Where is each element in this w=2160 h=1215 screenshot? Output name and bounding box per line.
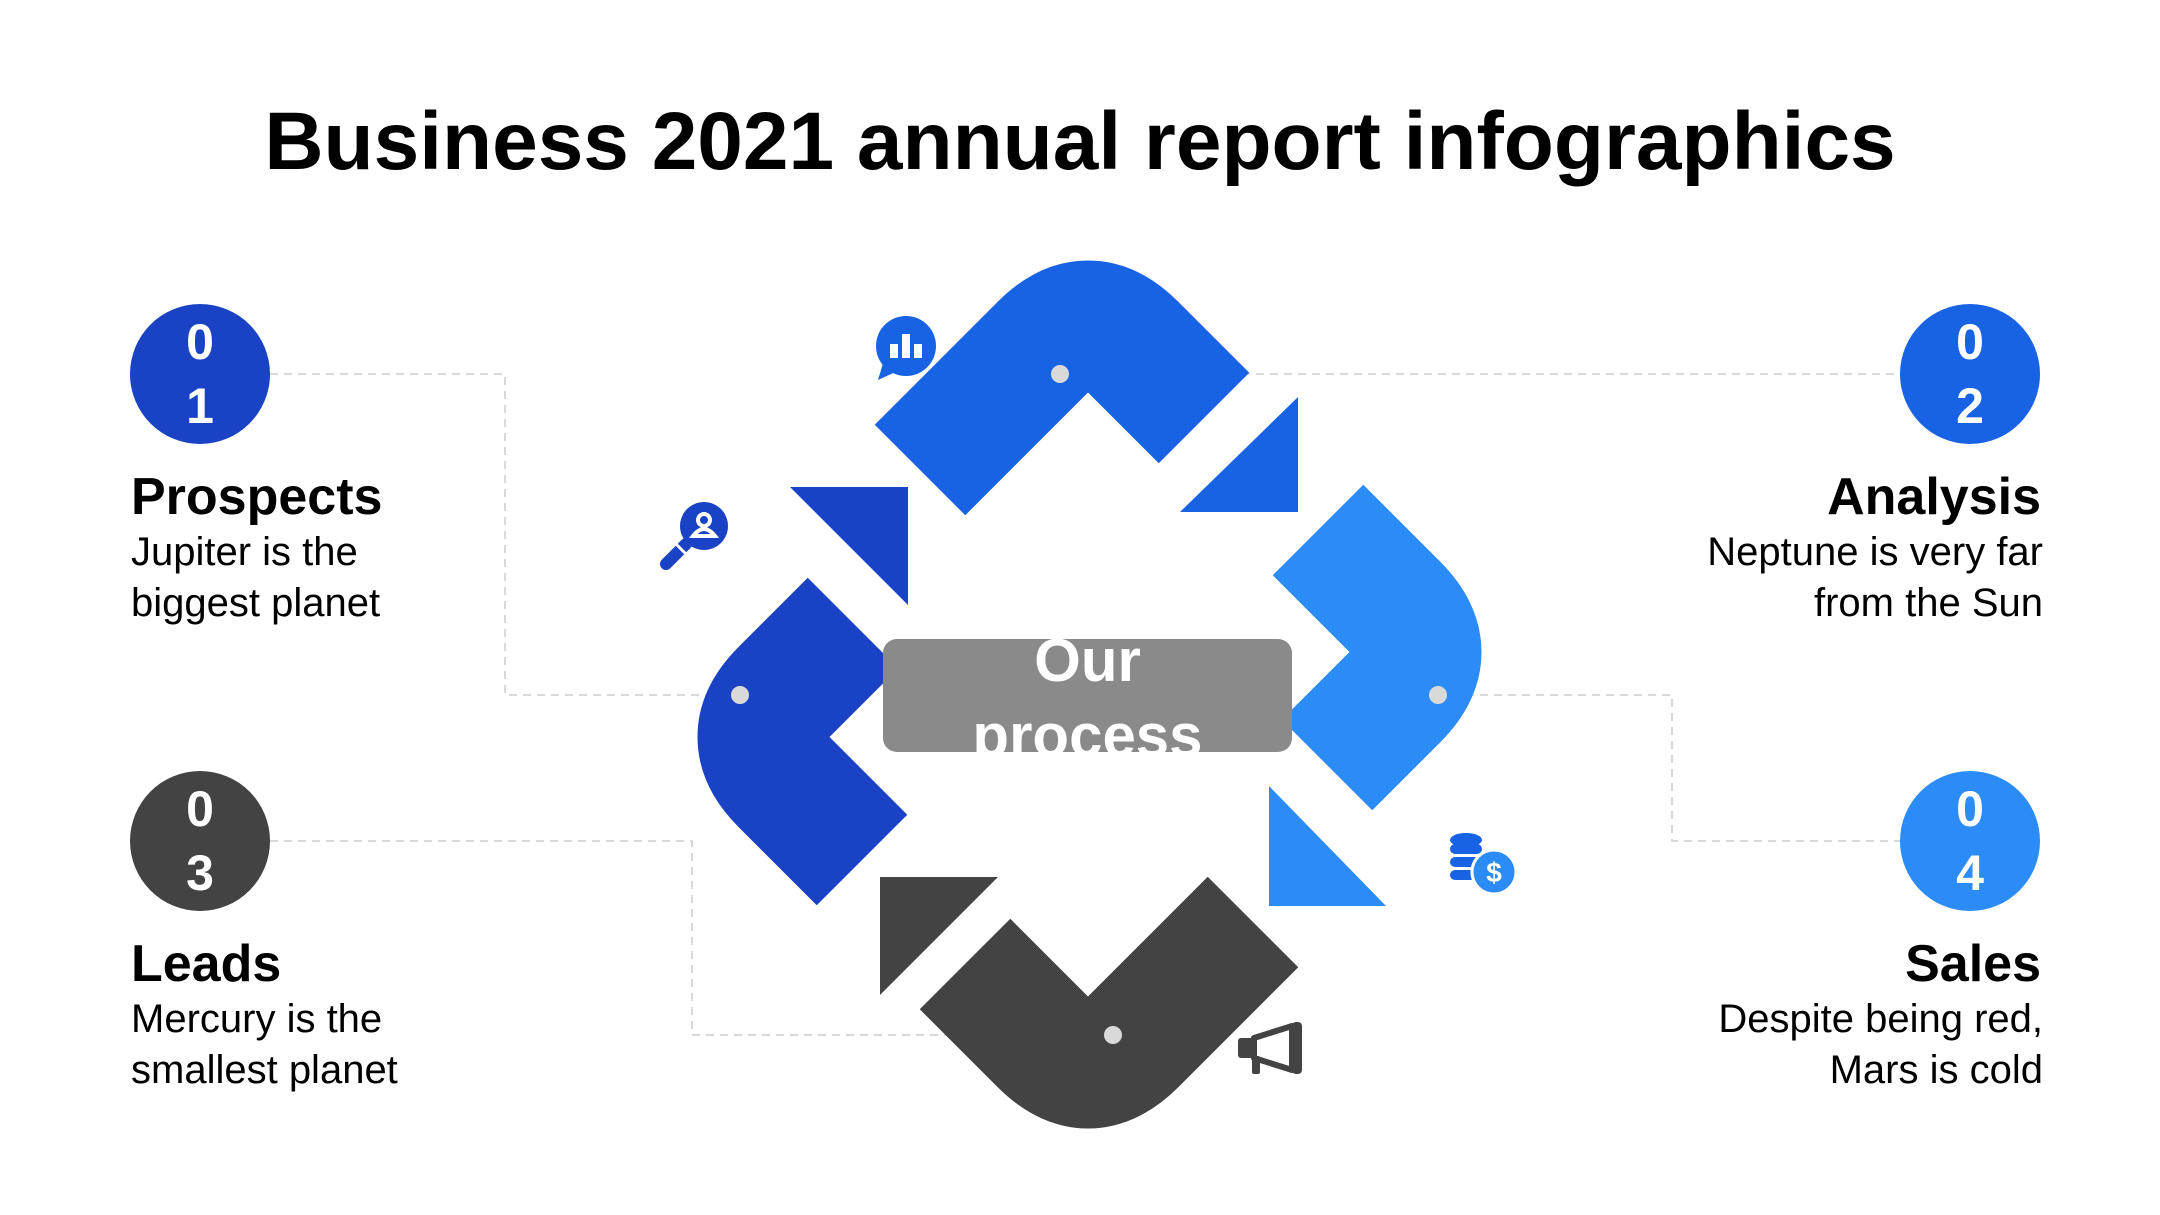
step-badge-02: 0 2 [1900, 304, 2040, 444]
step-title-sales: Sales [1905, 935, 2041, 993]
coins-dollar-icon: $ [1450, 833, 1518, 896]
step-description-prospects: Jupiter is the biggest planet [131, 527, 731, 629]
step-number-digit: 0 [1956, 314, 1984, 370]
step-badge-01: 0 1 [130, 304, 270, 444]
step-number-digit: 1 [186, 378, 214, 434]
description-line: smallest planet [131, 1048, 398, 1092]
cycle-arrow-prospects [697, 487, 908, 906]
dot-analysis [1051, 365, 1069, 383]
step-title-analysis: Analysis [1827, 468, 2041, 526]
step-badge-04: 0 4 [1900, 771, 2040, 911]
step-badge-03: 0 3 [130, 771, 270, 911]
step-title-prospects: Prospects [131, 468, 383, 526]
description-line: from the Sun [1813, 581, 2043, 625]
center-label-box: Our process [883, 639, 1292, 752]
center-label-line2: process [972, 702, 1203, 752]
description-line: Neptune is very far [1707, 530, 2043, 574]
center-label: Our process [883, 639, 1292, 752]
cycle-arrow-analysis [874, 260, 1298, 516]
step-number-digit: 2 [1956, 378, 1984, 434]
step-number-digit: 0 [186, 314, 214, 370]
step-number-digit: 0 [1956, 781, 1984, 837]
connector-prospects [270, 373, 740, 696]
description-line: Jupiter is the [131, 530, 358, 574]
description-line: Mercury is the [131, 997, 383, 1041]
description-line: Despite being red, [1718, 997, 2043, 1041]
user-search-icon [660, 502, 728, 570]
connector-sales [1438, 694, 1900, 842]
chart-chat-icon [876, 316, 936, 380]
description-line: Mars is cold [1829, 1048, 2043, 1092]
cycle-arrow-leads [880, 876, 1299, 1129]
dot-sales [1429, 686, 1447, 704]
cycle-arrow-sales [1269, 484, 1482, 906]
step-number-digit: 3 [186, 845, 214, 901]
step-description-analysis: Neptune is very far from the Sun [1443, 527, 2043, 629]
step-description-leads: Mercury is the smallest planet [131, 994, 731, 1096]
svg-text:$: $ [1486, 857, 1502, 888]
step-title-leads: Leads [131, 935, 282, 993]
megaphone-icon [1238, 1022, 1302, 1074]
step-description-sales: Despite being red, Mars is cold [1443, 994, 2043, 1096]
dot-prospects [731, 686, 749, 704]
step-number-digit: 4 [1956, 845, 1984, 901]
dot-leads [1104, 1026, 1122, 1044]
connector-leads [270, 840, 1113, 1036]
step-number-digit: 0 [186, 781, 214, 837]
page-title: Business 2021 annual report infographics [264, 96, 1896, 187]
center-label-line1: Our [1034, 639, 1141, 694]
description-line: biggest planet [131, 581, 381, 625]
